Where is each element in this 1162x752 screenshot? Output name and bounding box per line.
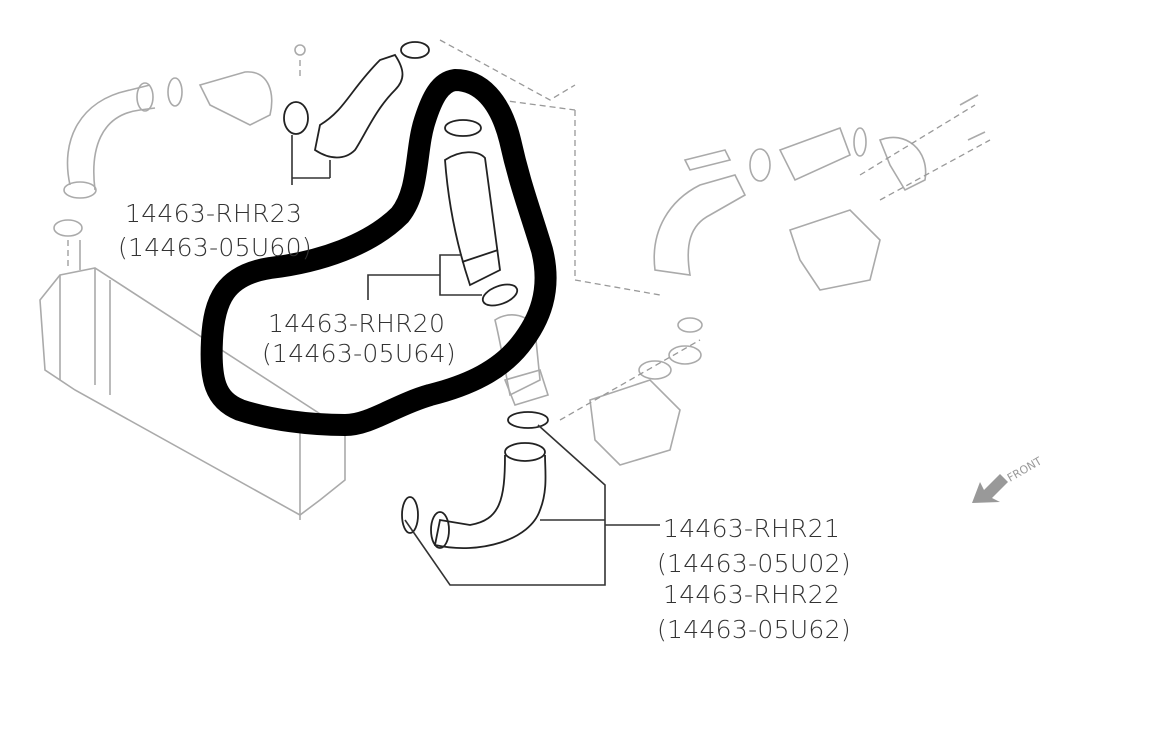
label-14463-RHR23: 14463-RHR23	[125, 199, 302, 228]
pipe-14463-RHR20	[444, 119, 519, 307]
left-pipes	[53, 44, 306, 268]
label-14463-05U02: (14463-05U02)	[657, 549, 851, 578]
label-14463-05U64: (14463-05U64)	[262, 339, 456, 368]
front-label: FRONT	[1005, 454, 1044, 484]
label-14463-RHR22: 14463-RHR22	[663, 580, 840, 609]
label-14463-05U62: (14463-05U62)	[657, 615, 851, 644]
arrow-down-left-icon	[972, 474, 1008, 503]
leader-lines	[291, 135, 660, 586]
front-indicator: FRONT	[972, 454, 1044, 503]
hose-14463-RHR23	[283, 41, 430, 159]
highlight-loop	[200, 69, 557, 436]
right-components	[559, 94, 991, 466]
intercooler	[39, 240, 346, 520]
label-14463-RHR20: 14463-RHR20	[268, 309, 445, 338]
label-14463-RHR21: 14463-RHR21	[663, 514, 840, 543]
hose-14463-RHR21-RHR22	[401, 411, 549, 549]
label-14463-05U60: (14463-05U60)	[118, 233, 312, 262]
middle-components	[439, 39, 661, 406]
